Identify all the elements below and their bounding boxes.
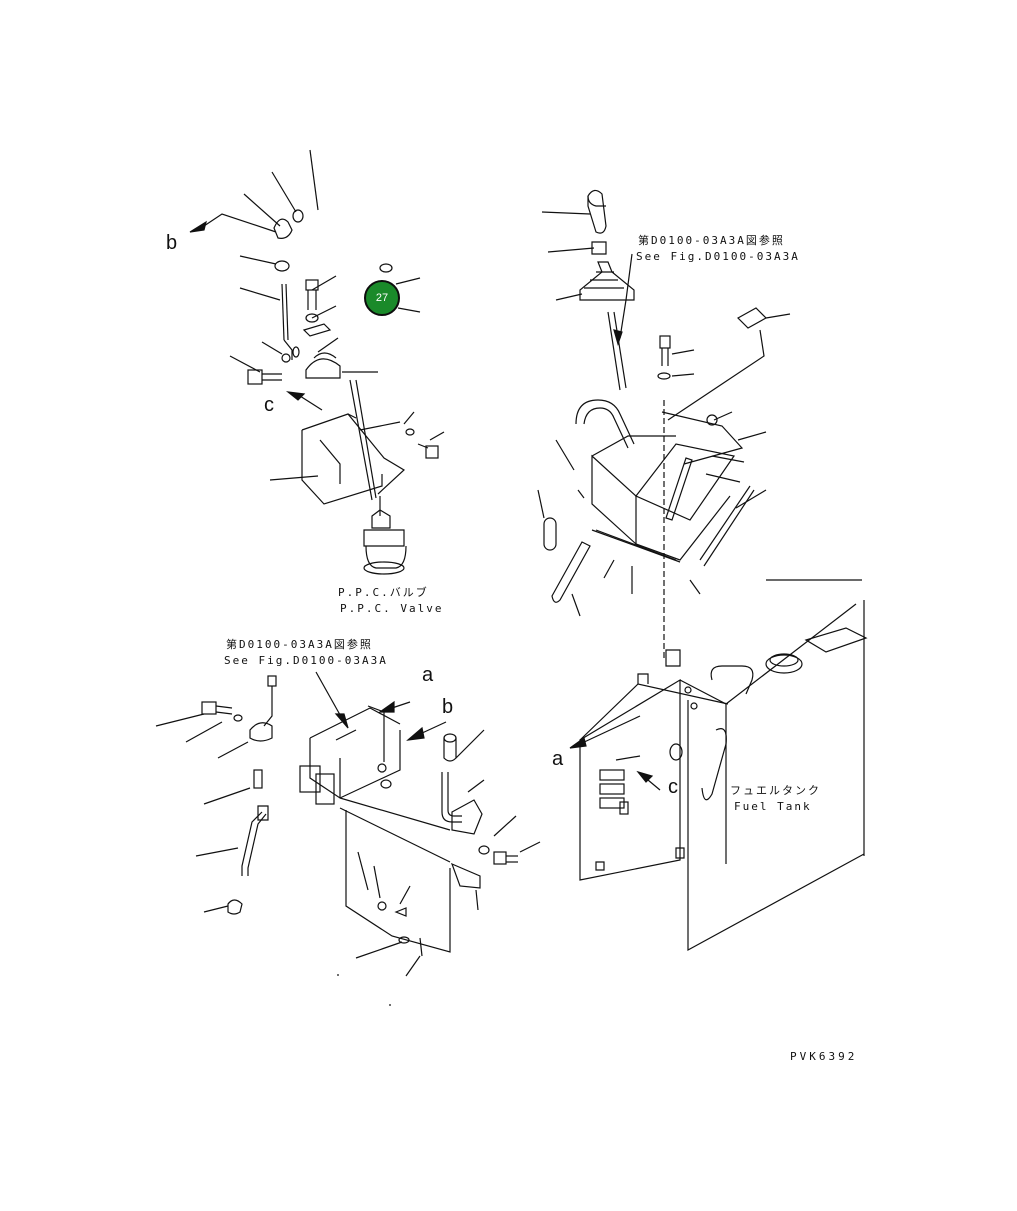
callout-c-upper: c bbox=[264, 394, 274, 416]
fuel-tank-label-en: Fuel Tank bbox=[734, 800, 812, 813]
upper-right-assembly bbox=[537, 189, 791, 660]
part-number-badge[interactable]: 27 bbox=[364, 280, 400, 316]
ref-label-mid-jp: 第D0100-03A3A図参照 bbox=[226, 638, 373, 651]
callout-a-middle: a bbox=[422, 664, 434, 686]
callout-b-upper: b bbox=[166, 232, 178, 254]
ppc-valve-label-en: P.P.C. Valve bbox=[340, 602, 444, 615]
ref-label-top-en: See Fig.D0100-03A3A bbox=[636, 250, 800, 263]
callout-a-lower: a bbox=[552, 748, 564, 770]
callout-c-lower: c bbox=[668, 776, 678, 798]
upper-left-assembly bbox=[189, 149, 445, 575]
drawing-code: PVK6392 bbox=[790, 1050, 858, 1063]
ref-label-mid-en: See Fig.D0100-03A3A bbox=[224, 654, 388, 667]
ref-label-top-jp: 第D0100-03A3A図参照 bbox=[638, 234, 785, 247]
ppc-valve-label-jp: P.P.C.バルブ bbox=[338, 586, 429, 599]
callout-b-middle: b bbox=[442, 696, 454, 718]
fuel-tank-label-jp: フュエルタンク bbox=[730, 784, 821, 797]
fuel-tank-assembly bbox=[569, 579, 868, 952]
lower-left-assembly bbox=[155, 671, 541, 1006]
